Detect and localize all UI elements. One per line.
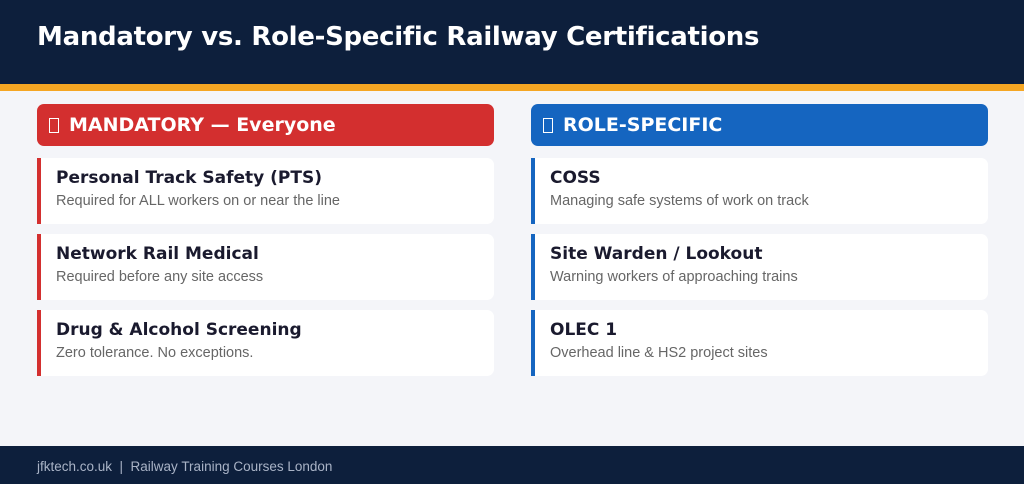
- cert-desc: Zero tolerance. No exceptions.: [56, 345, 254, 361]
- missing-glyph-icon: [49, 117, 59, 133]
- footer: jfktech.co.uk | Railway Training Courses…: [0, 446, 1024, 484]
- cert-title: Network Rail Medical: [56, 244, 259, 264]
- footer-text: jfktech.co.uk | Railway Training Courses…: [37, 459, 333, 474]
- mandatory-heading: MANDATORY — Everyone: [69, 114, 336, 136]
- accent-stripe: [0, 84, 1024, 91]
- cert-desc: Overhead line & HS2 project sites: [550, 345, 768, 361]
- missing-glyph-icon: [543, 117, 553, 133]
- cert-title: Site Warden / Lookout: [550, 244, 763, 264]
- cert-title: COSS: [550, 168, 601, 188]
- role-heading: ROLE-SPECIFIC: [563, 114, 723, 136]
- cert-desc: Required for ALL workers on or near the …: [56, 193, 340, 209]
- cert-card: COSS Managing safe systems of work on tra…: [531, 158, 988, 224]
- page-title: Mandatory vs. Role-Specific Railway Cert…: [37, 22, 760, 52]
- cert-title: Personal Track Safety (PTS): [56, 168, 322, 188]
- mandatory-column: MANDATORY — Everyone Personal Track Safe…: [37, 104, 494, 376]
- cert-title: Drug & Alcohol Screening: [56, 320, 302, 340]
- cert-desc: Required before any site access: [56, 269, 264, 285]
- mandatory-header: MANDATORY — Everyone: [37, 104, 494, 146]
- cert-card: Personal Track Safety (PTS) Required for …: [37, 158, 494, 224]
- cert-desc: Managing safe systems of work on track: [550, 193, 809, 209]
- role-specific-column: ROLE-SPECIFIC COSS Managing safe systems …: [531, 104, 988, 376]
- header-bar: Mandatory vs. Role-Specific Railway Cert…: [0, 0, 1024, 84]
- cert-title: OLEC 1: [550, 320, 618, 340]
- role-specific-header: ROLE-SPECIFIC: [531, 104, 988, 146]
- cert-card: OLEC 1 Overhead line & HS2 project sites: [531, 310, 988, 376]
- cert-desc: Warning workers of approaching trains: [550, 269, 798, 285]
